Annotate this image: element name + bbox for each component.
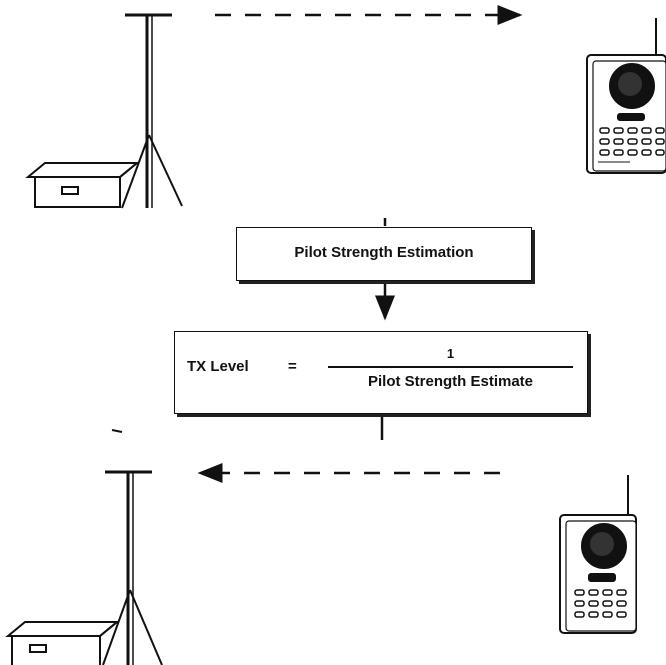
base-station-box-bottom: [8, 622, 117, 665]
tx-level-formula-box: TX Level = 1 Pilot Strength Estimate: [174, 331, 588, 414]
base-station-box-top: [28, 163, 137, 207]
tx-level-label: TX Level: [187, 358, 249, 375]
fraction-denominator: Pilot Strength Estimate: [328, 373, 573, 390]
fraction-bar: [328, 366, 573, 368]
pilot-strength-estimation-box: Pilot Strength Estimation: [236, 227, 532, 281]
mobile-handset-bottom: [560, 475, 636, 633]
mobile-handset-top: [587, 18, 666, 173]
equals-sign: =: [288, 358, 297, 375]
base-station-bottom: [103, 472, 162, 665]
base-station-top: [122, 15, 182, 208]
fraction-numerator: 1: [328, 346, 573, 361]
estimation-label: Pilot Strength Estimation: [237, 244, 531, 261]
